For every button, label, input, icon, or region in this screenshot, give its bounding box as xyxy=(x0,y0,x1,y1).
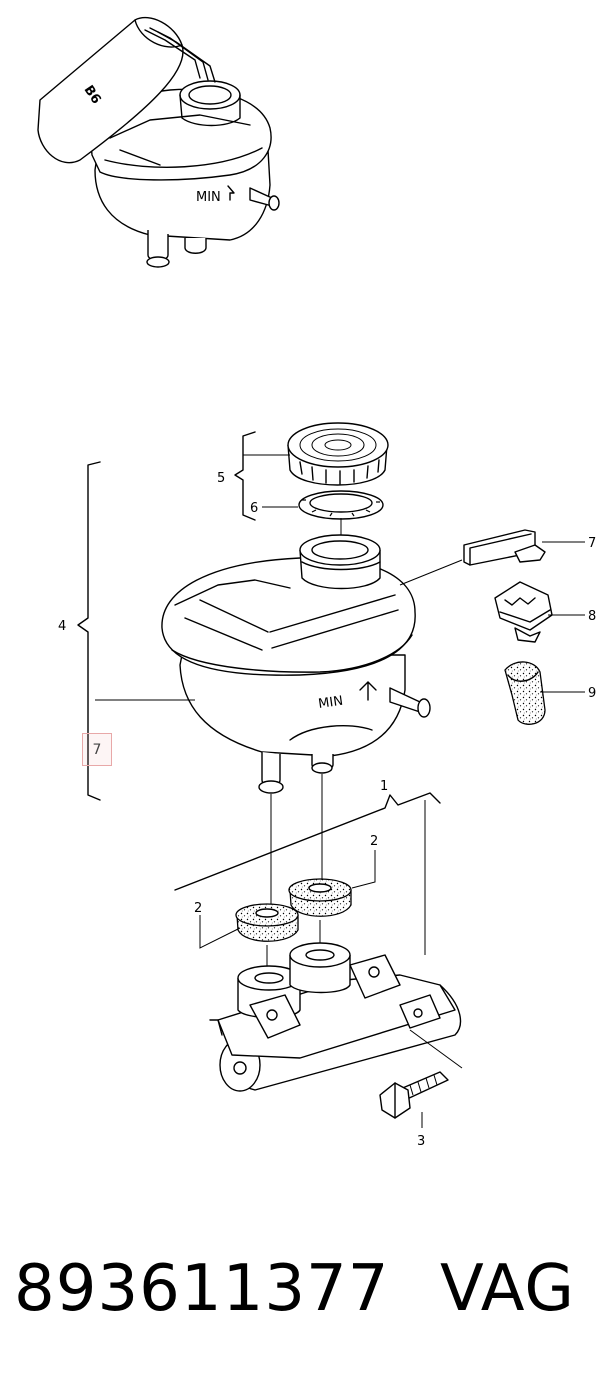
part-9-grommet xyxy=(504,661,546,725)
highlighted-callout[interactable]: 7 xyxy=(82,733,112,766)
callout-4: 4 xyxy=(58,619,66,634)
grommet-right xyxy=(288,878,352,917)
callout-7: 7 xyxy=(588,536,596,551)
callout-2-right: 2 xyxy=(370,834,378,849)
callout-8: 8 xyxy=(588,609,596,624)
reservoir-cap xyxy=(287,422,389,486)
callout-2-left: 2 xyxy=(194,901,202,916)
reservoir-top-assembly: MIN B6 xyxy=(37,16,280,268)
brake-fluid-bottle xyxy=(37,16,184,164)
leader-lines xyxy=(77,431,585,1128)
callout-5: 5 xyxy=(217,471,225,486)
part-8-clip xyxy=(494,581,553,643)
grommet-left xyxy=(235,903,299,942)
main-reservoir-min-label: MIN xyxy=(317,694,344,712)
exploded-parts-diagram: MIN B6 xyxy=(37,16,596,1149)
reservoir-top-min-label: MIN xyxy=(196,190,221,205)
callout-3: 3 xyxy=(417,1134,425,1149)
brand-label: VAG xyxy=(440,1252,575,1326)
main-reservoir: MIN xyxy=(161,534,431,794)
master-cylinder xyxy=(209,942,462,1092)
part-footer: 893611377 VAG xyxy=(0,1252,600,1342)
part-7-cap xyxy=(463,529,546,566)
callout-1: 1 xyxy=(380,779,388,794)
bolt xyxy=(379,1071,449,1119)
part-number: 893611377 xyxy=(14,1252,390,1326)
cap-seal xyxy=(298,490,384,520)
callout-6: 6 xyxy=(250,501,258,516)
callout-9: 9 xyxy=(588,686,596,701)
